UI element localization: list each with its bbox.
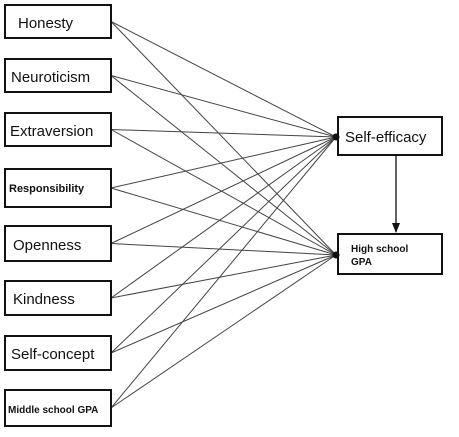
edge-neuroticism-to-high-school-gpa (110, 75, 337, 256)
convergence-dot-self-efficacy (332, 133, 340, 141)
edge-middle-school-gpa-to-self-efficacy (110, 136, 337, 409)
edge-openness-to-self-efficacy (110, 136, 337, 244)
predictor-box-neuroticism (4, 58, 112, 93)
edge-kindness-to-self-efficacy (110, 136, 337, 299)
predictor-box-honesty (4, 4, 112, 39)
outcome-box-high-school-gpa (337, 233, 443, 275)
outcome-label-line-2: GPA (351, 257, 372, 268)
edges (110, 21, 337, 409)
predictor-label-openness: Openness (13, 237, 81, 254)
predictor-label-self-concept: Self-concept (11, 346, 95, 363)
edge-openness-to-high-school-gpa (110, 243, 337, 256)
predictor-label-responsibility: Responsibility (9, 183, 85, 195)
edge-extraversion-to-high-school-gpa (110, 129, 337, 256)
edge-responsibility-to-self-efficacy (110, 136, 337, 189)
edge-honesty-to-high-school-gpa (110, 21, 337, 256)
edge-kindness-to-high-school-gpa (110, 254, 337, 299)
predictor-box-kindness (4, 280, 112, 316)
predictor-label-kindness: Kindness (13, 291, 75, 308)
mediator-label-self-efficacy: Self-efficacy (345, 129, 427, 146)
predictor-box-responsibility (4, 168, 112, 208)
predictor-label-neuroticism: Neuroticism (11, 69, 90, 86)
predictor-box-middle-school-gpa (4, 389, 112, 427)
edge-responsibility-to-high-school-gpa (110, 187, 337, 256)
edge-honesty-to-self-efficacy (110, 21, 337, 138)
predictor-box-extraversion (4, 112, 112, 147)
predictor-box-self-concept (4, 335, 112, 371)
convergence-dot-high-school-gpa (332, 251, 340, 259)
outcome-label-line-1: High school (351, 244, 408, 255)
edge-neuroticism-to-self-efficacy (110, 75, 337, 138)
edge-self-concept-to-self-efficacy (110, 136, 337, 354)
edge-extraversion-to-self-efficacy (110, 129, 337, 138)
predictor-label-honesty: Honesty (18, 15, 74, 32)
predictor-box-openness (4, 225, 112, 262)
predictor-label-middle-school-gpa: Middle school GPA (8, 405, 98, 416)
edge-self-concept-to-high-school-gpa (110, 254, 337, 354)
predictor-label-extraversion: Extraversion (10, 123, 93, 140)
edge-middle-school-gpa-to-high-school-gpa (110, 254, 337, 409)
